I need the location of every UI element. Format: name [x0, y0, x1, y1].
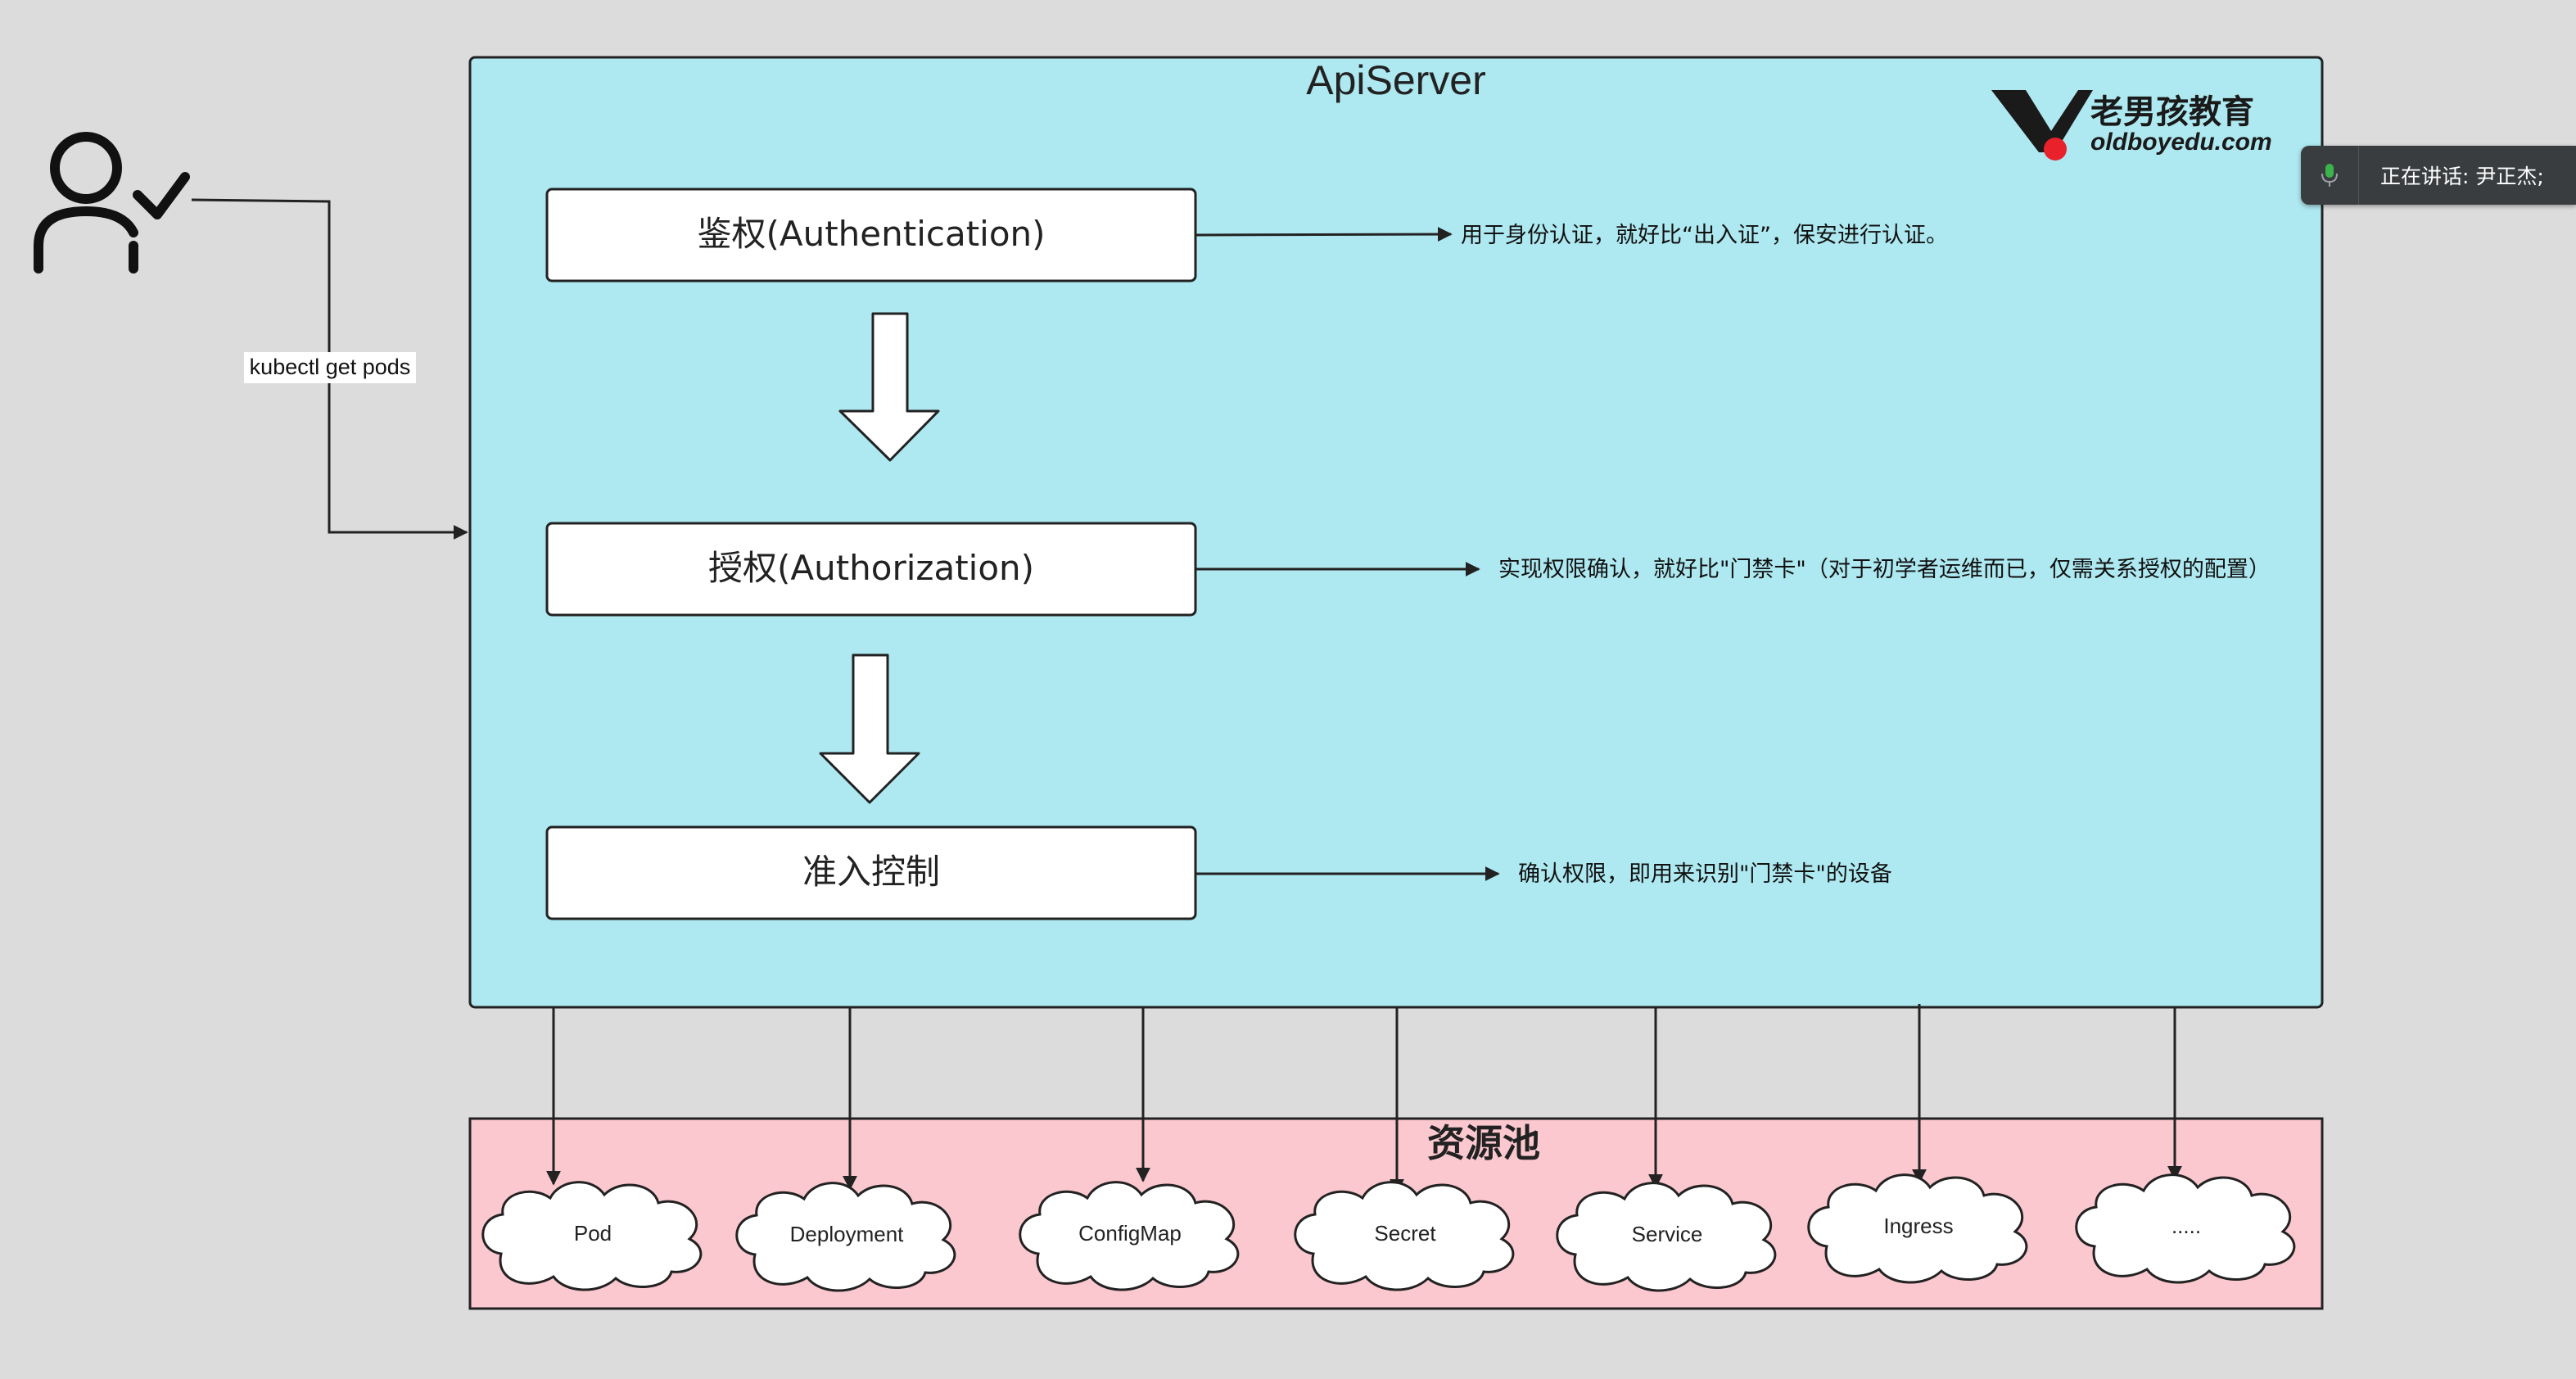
step-admission-note: 确认权限，即用来识别"门禁卡"的设备 [1518, 861, 1892, 887]
cloud-shape [481, 1181, 703, 1291]
resource-label-ingress: Ingress [1883, 1214, 1953, 1238]
step-authentication-label: 鉴权(Authentication) [697, 214, 1045, 254]
resource-cloud-pod: Pod [481, 1181, 703, 1291]
resource-connectors [546, 1004, 2182, 1194]
resource-label-pod: Pod [574, 1221, 612, 1246]
apiserver-title: ApiServer [1306, 57, 1486, 103]
cloud-shape [2075, 1173, 2296, 1284]
resource-cloud-secret: Secret [1294, 1181, 1515, 1291]
resource-label-configmap: ConfigMap [1078, 1221, 1182, 1246]
resource-cloud-more: ..... [2075, 1173, 2296, 1284]
flow-arrow-2 [819, 653, 920, 804]
resource-label-service: Service [1632, 1222, 1703, 1246]
step-authorization-note: 实现权限确认，就好比"门禁卡"（对于初学者运维而已，仅需关系授权的配置） [1498, 557, 2271, 582]
cloud-shape [735, 1182, 956, 1292]
cloud-shape [1807, 1173, 2028, 1284]
resource-cloud-service: Service [1556, 1182, 1777, 1292]
step-authentication-note: 用于身份认证，就好比“出入证”，保安进行认证。 [1461, 223, 1948, 248]
step-authorization-label: 授权(Authorization) [708, 548, 1034, 588]
command-label: kubectl get pods [250, 355, 411, 379]
resource-pool-title: 资源池 [1427, 1121, 1540, 1165]
speaker-label: 正在讲话: 尹正杰; [2380, 165, 2544, 188]
active-speaker-indicator: 正在讲话: 尹正杰; [2301, 146, 2576, 205]
microphone-icon [2301, 146, 2359, 205]
user-check-icon [34, 132, 190, 274]
step-authentication-note-arrow [1195, 227, 1453, 242]
cloud-shape [1019, 1181, 1240, 1291]
resource-cloud-deployment: Deployment [735, 1182, 956, 1292]
resource-label-more: ..... [2172, 1214, 2201, 1238]
flow-arrow-1 [838, 312, 940, 462]
command-label-bg [244, 352, 416, 383]
cloud-shape [1556, 1182, 1777, 1292]
step-admission-label: 准入控制 [802, 852, 940, 892]
logo-domain: oldboyedu.com [2090, 129, 2272, 156]
resource-clouds: Pod Deployment ConfigMap Secret Service Ingre… [481, 1173, 2296, 1292]
resource-label-deployment: Deployment [790, 1222, 905, 1246]
resource-cloud-configmap: ConfigMap [1019, 1181, 1240, 1291]
oldboyedu-logo: 老男孩教育 oldboyedu.com [1991, 90, 2272, 161]
resource-label-secret: Secret [1374, 1221, 1436, 1246]
resource-cloud-ingress: Ingress [1807, 1173, 2028, 1284]
logo-name: 老男孩教育 [2090, 93, 2254, 131]
cloud-shape [1294, 1181, 1515, 1291]
